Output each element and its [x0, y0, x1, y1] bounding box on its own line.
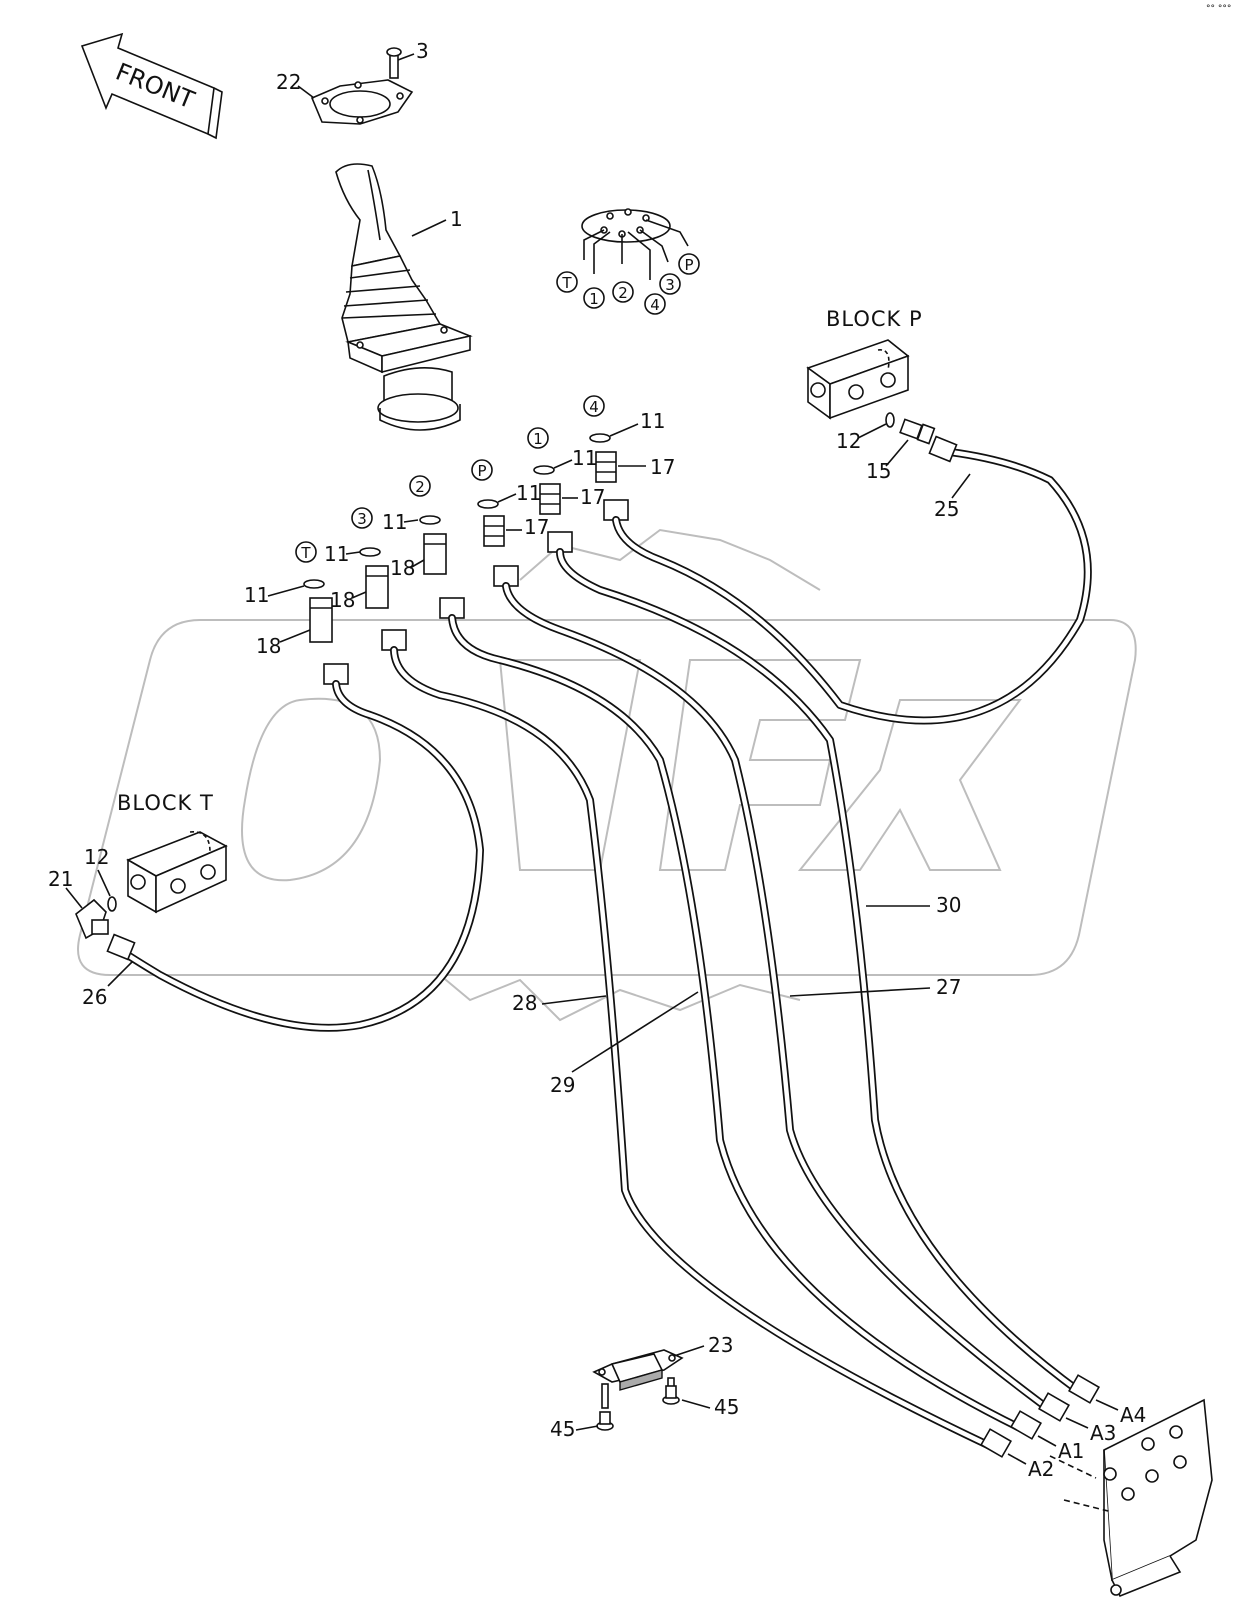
- callout-3: 3: [416, 39, 429, 63]
- front-arrow: FRONT: [80, 32, 223, 140]
- callout-17-a: 17: [650, 455, 675, 479]
- callout-23: 23: [708, 1333, 733, 1357]
- label-a2: A2: [1028, 1457, 1054, 1481]
- pin-4: 4: [650, 296, 660, 314]
- callout-21: 21: [48, 867, 73, 891]
- hoses: [116, 448, 1092, 1450]
- o-ring: [107, 896, 117, 912]
- gasket-plate: [310, 79, 414, 125]
- callout-17-b: 17: [580, 485, 605, 509]
- marker-1: 1: [533, 430, 543, 448]
- elbow-fitting: [75, 898, 109, 940]
- port-pins: T 1 2 4 3 P: [556, 253, 700, 315]
- marker-t: T: [300, 544, 311, 562]
- callout-15: 15: [866, 459, 891, 483]
- marker-3: 3: [357, 510, 367, 528]
- adapter-fitting: [899, 418, 936, 445]
- callout-11-portt: 11: [244, 583, 269, 607]
- pin-p: P: [684, 256, 693, 274]
- callout-22: 22: [276, 70, 301, 94]
- pin-t: T: [561, 274, 572, 292]
- block-t: [126, 831, 228, 914]
- callout-25: 25: [934, 497, 959, 521]
- callout-18-a: 18: [390, 556, 415, 580]
- pin-2: 2: [618, 284, 628, 302]
- callout-17-c: 17: [524, 515, 549, 539]
- clamp-bracket: [592, 1349, 684, 1391]
- block-t-label: BLOCK T: [117, 791, 214, 815]
- callout-27: 27: [936, 975, 961, 999]
- label-a1: A1: [1058, 1439, 1084, 1463]
- marker-p: P: [477, 462, 486, 480]
- fittings: 4 1 P 2 3 T: [295, 395, 629, 685]
- callout-12-p: 12: [836, 429, 861, 453]
- mounting-bracket: [1049, 1398, 1213, 1598]
- callout-45-a: 45: [714, 1395, 739, 1419]
- callout-18-b: 18: [330, 588, 355, 612]
- pin-1: 1: [589, 290, 599, 308]
- port-layout: [581, 208, 689, 280]
- label-a4: A4: [1120, 1403, 1146, 1427]
- label-a3: A3: [1090, 1421, 1116, 1445]
- callout-26: 26: [82, 985, 107, 1009]
- block-p-label: BLOCK P: [826, 307, 923, 331]
- callout-45-b: 45: [550, 1417, 575, 1441]
- pin-3: 3: [665, 276, 675, 294]
- callout-18-c: 18: [256, 634, 281, 658]
- callout-30: 30: [936, 893, 961, 917]
- callout-1: 1: [450, 207, 463, 231]
- bolt: [386, 47, 415, 79]
- screws: [596, 1377, 680, 1431]
- callout-11-port3: 11: [324, 542, 349, 566]
- callout-12-t: 12: [84, 845, 109, 869]
- corner-mark: °° °°°: [1206, 4, 1231, 14]
- marker-4: 4: [589, 398, 599, 416]
- callout-11-portp: 11: [516, 481, 541, 505]
- marker-2: 2: [415, 478, 425, 496]
- o-ring: [885, 412, 895, 428]
- hose-ends: [106, 435, 1100, 1458]
- hose-28: [390, 646, 994, 1450]
- callout-11-port2: 11: [382, 510, 407, 534]
- callout-11-port4: 11: [640, 409, 665, 433]
- joystick: [335, 163, 473, 431]
- block-p: [806, 339, 910, 420]
- callout-28: 28: [512, 991, 537, 1015]
- callout-29: 29: [550, 1073, 575, 1097]
- callout-11-port1: 11: [572, 446, 597, 470]
